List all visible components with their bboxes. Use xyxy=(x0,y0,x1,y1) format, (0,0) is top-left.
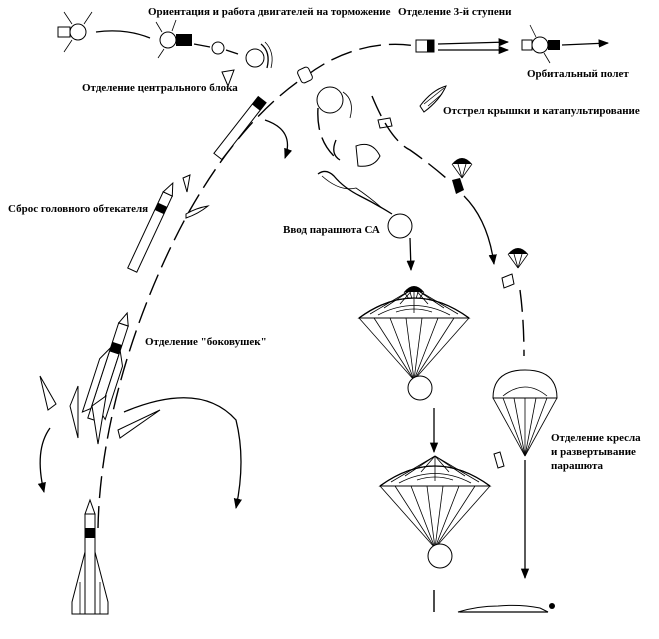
small-fairing-icon xyxy=(221,69,235,88)
main-canopy-2-icon xyxy=(379,455,491,549)
booster-cone-2 xyxy=(69,385,79,439)
core-block-fall-arrow xyxy=(264,119,293,159)
upper-arc-line xyxy=(305,43,417,77)
label-seat-separation-1: Отделение кресла xyxy=(551,432,641,444)
booster-cone-3 xyxy=(91,394,107,445)
fairing-half-icon-2 xyxy=(182,174,191,193)
rocket-upper-stage-icon xyxy=(127,181,174,273)
ship-braking-icon xyxy=(155,19,192,59)
capsule-heat-shield-icon xyxy=(333,139,341,161)
capsule-descent-branch: Ввод парашюта СА xyxy=(283,86,491,618)
label-seat-separation-2: и развертывание xyxy=(551,446,636,458)
seat-fall-line xyxy=(519,289,525,357)
orbital-module-icon xyxy=(297,66,313,84)
label-chute-deploy: Ввод парашюта СА xyxy=(283,224,380,236)
label-braking: Ориентация и работа двигателей на тормож… xyxy=(148,6,391,18)
booster-cone-1 xyxy=(39,375,57,411)
ejection-branch: Отстрел крышки и катапультирование Отдел… xyxy=(371,85,641,613)
capsule-under-canopy-1 xyxy=(407,375,433,401)
fairing-half-icon xyxy=(185,205,210,219)
third-stage-icon xyxy=(415,39,435,53)
ascent-trajectory-line xyxy=(97,75,307,529)
label-boosters-separation: Отделение "боковушек" xyxy=(145,336,267,348)
label-orbital-flight: Орбитальный полет xyxy=(527,68,629,80)
cosmonaut-seat-1-icon xyxy=(452,178,464,194)
label-stage3-separation: Отделение 3-й ступени xyxy=(398,6,512,18)
capsule-path-1 xyxy=(317,107,337,159)
booster-fall-arrow-right xyxy=(123,397,242,510)
orbital-ship-icon xyxy=(521,24,560,64)
launch-rocket-icon xyxy=(71,498,109,615)
hatch-cover-icon xyxy=(419,85,447,113)
capsule-under-canopy-2 xyxy=(427,543,453,569)
ejection-path-line xyxy=(371,95,447,179)
rocket-boosters-icon xyxy=(81,311,129,422)
dropped-seat-icon xyxy=(493,451,505,469)
ship-orientation-icon xyxy=(57,11,93,53)
capsule-with-chute-icon xyxy=(387,213,413,239)
central-block-icon xyxy=(213,95,267,161)
braking-path-1 xyxy=(95,30,151,39)
label-fairing-drop: Сброс головного обтекателя xyxy=(8,203,148,215)
seat-canopy-icon xyxy=(492,369,558,457)
capsule-sphere-icon xyxy=(316,86,344,114)
orbital-section: Ориентация и работа двигателей на тормож… xyxy=(57,6,629,80)
label-hatch-ejection: Отстрел крышки и катапультирование xyxy=(443,105,640,117)
descent-capsule-icon xyxy=(211,41,225,55)
label-core-separation: Отделение центрального блока xyxy=(82,82,238,94)
landed-canopy-icon xyxy=(457,603,555,613)
capsule-drogue-icon xyxy=(317,170,393,215)
main-canopy-1-icon xyxy=(358,287,470,381)
booster-fall-arrow-left xyxy=(37,427,51,494)
module-separation-icon xyxy=(245,41,273,69)
cosmonaut-seat-2-icon xyxy=(501,273,515,289)
ejected-seat-icon xyxy=(377,117,393,129)
capsule-after-chute-1 xyxy=(355,143,381,167)
booster-cone-4 xyxy=(117,409,161,439)
label-seat-separation-3: парашюта xyxy=(551,460,604,472)
